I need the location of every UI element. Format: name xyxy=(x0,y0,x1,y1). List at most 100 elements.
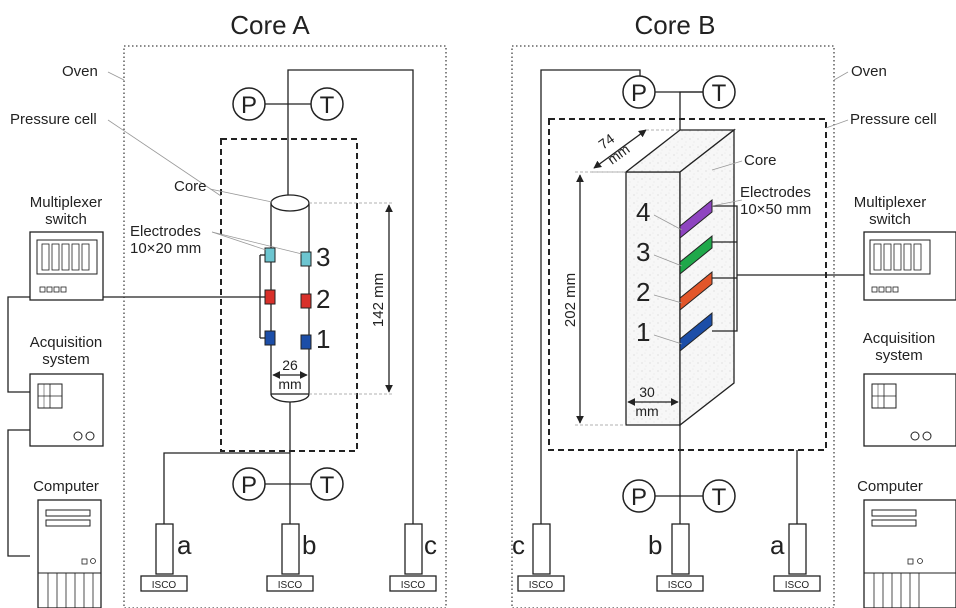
electrode-2-b xyxy=(679,270,713,312)
wire-mux-acq-left xyxy=(7,296,30,393)
svg-text:ISCO: ISCO xyxy=(668,580,693,591)
multiplexer-label-r2: switch xyxy=(869,211,911,228)
electrode-3-right-a xyxy=(300,251,312,267)
electrode-1-right-a xyxy=(300,334,312,350)
pump-letter-c-a: c xyxy=(424,530,437,560)
electrode-number-2-b: 2 xyxy=(636,277,650,307)
electrodes-label-a: Electrodes xyxy=(130,223,201,240)
electrode-number-3-b: 3 xyxy=(636,237,650,267)
pipe-left-line-b xyxy=(540,69,641,524)
temperature-gauge-top-a-label: T xyxy=(320,92,335,119)
multiplexer-label-l2: switch xyxy=(45,211,87,228)
acquisition-system-right xyxy=(863,373,956,447)
multiplexer-switch-left xyxy=(29,231,104,301)
electrode-size-a: 10×20 mm xyxy=(130,240,201,257)
pump-letter-b-a: b xyxy=(302,530,316,560)
pressure-cell-label-a: Pressure cell xyxy=(10,111,97,128)
isco-pump-a-a: ISCO xyxy=(140,523,188,592)
num-leader-4-b xyxy=(653,214,683,231)
electrode-size-b: 10×50 mm xyxy=(740,201,811,218)
diameter-unit-a: mm xyxy=(278,376,301,392)
electrode-1-left-a xyxy=(264,330,276,346)
core-leader-b xyxy=(711,160,743,171)
pump-letter-a-b: a xyxy=(770,530,785,560)
electrode-leader-b xyxy=(711,199,743,207)
electrode-leader-1-a xyxy=(211,231,267,251)
computer-right xyxy=(863,499,956,608)
oven-leader-b xyxy=(833,71,849,81)
temperature-gauge-top-b xyxy=(702,75,736,109)
isco-pump-c-a: ISCO xyxy=(389,523,437,592)
computer-label-left: Computer xyxy=(33,478,99,495)
wire-acq-computer-left xyxy=(7,429,30,557)
temperature-gauge-bottom-a-label: T xyxy=(320,472,335,499)
electrode-bus-b xyxy=(712,205,738,332)
acquisition-label-r1: Acquisition xyxy=(863,330,936,347)
pressure-cell-leader-b xyxy=(825,119,849,129)
pressure-cell-b xyxy=(548,118,827,451)
core-label-b: Core xyxy=(744,152,777,169)
pressure-cell-label-b: Pressure cell xyxy=(850,111,937,128)
num-leader-1-b xyxy=(653,334,683,345)
length-label-a: 142 mm xyxy=(370,273,387,327)
electrodes-label-b: Electrodes xyxy=(740,184,811,201)
multiplexer-label-l1: Multiplexer xyxy=(30,194,103,211)
pressure-gauge-top-b-label: P xyxy=(631,80,647,107)
pipe-left-b xyxy=(541,70,639,524)
oven-leader-a xyxy=(107,71,125,81)
electrode-leader-2-a xyxy=(211,231,303,255)
core-label-a: Core xyxy=(174,178,207,195)
length-label-b: 202 mm xyxy=(562,273,579,327)
temperature-gauge-top-a xyxy=(310,87,344,121)
acquisition-system-left xyxy=(29,373,104,447)
electrode-2-right-a xyxy=(300,293,312,309)
oven-label-a: Oven xyxy=(62,63,98,80)
electrode-number-1-b: 1 xyxy=(636,317,650,347)
electrode-number-3-a: 3 xyxy=(316,242,330,272)
computer-label-right: Computer xyxy=(857,478,923,495)
multiplexer-label-r1: Multiplexer xyxy=(854,194,927,211)
pressure-gauge-bottom-a-label: P xyxy=(241,472,257,499)
pressure-cell-leader-a xyxy=(107,119,222,197)
pressure-gauge-top-a-label: P xyxy=(241,92,257,119)
isco-pump-b-a: ISCO xyxy=(266,523,314,592)
svg-text:ISCO: ISCO xyxy=(401,580,426,591)
multiplexer-switch-right xyxy=(863,231,956,301)
num-leader-3-b xyxy=(653,254,683,267)
electrode-1-b xyxy=(679,311,713,353)
acquisition-label-l1: Acquisition xyxy=(30,334,103,351)
svg-text:ISCO: ISCO xyxy=(785,580,810,591)
computer-left xyxy=(37,499,102,608)
svg-text:ISCO: ISCO xyxy=(152,580,177,591)
oven-b xyxy=(511,45,835,608)
oven-a xyxy=(123,45,447,608)
isco-pump-b-b: ISCO xyxy=(656,523,704,592)
temperature-gauge-bottom-a xyxy=(310,467,344,501)
svg-text:ISCO: ISCO xyxy=(529,580,554,591)
pressure-cell-a xyxy=(220,138,358,452)
electrode-4-b xyxy=(679,198,713,240)
pump-letter-c-b: c xyxy=(512,530,525,560)
acquisition-label-r2: system xyxy=(875,347,923,364)
temperature-gauge-bottom-b-label: T xyxy=(712,484,727,511)
core-leader-a xyxy=(209,188,273,203)
electrode-3-b xyxy=(679,234,713,276)
core-top-a xyxy=(270,194,310,212)
electrode-number-2-a: 2 xyxy=(316,284,330,314)
pump-letter-a-a: a xyxy=(177,530,192,560)
diameter-value-a: 26 xyxy=(282,357,298,373)
isco-pump-c-b: ISCO xyxy=(517,523,565,592)
depth-arrow-b xyxy=(593,129,647,169)
title-core-b: Core B xyxy=(635,10,716,40)
svg-text:ISCO: ISCO xyxy=(278,580,303,591)
electrode-number-4-b: 4 xyxy=(636,197,650,227)
electrode-3-left-a xyxy=(264,247,276,263)
electrode-number-1-a: 1 xyxy=(316,324,330,354)
acquisition-label-l2: system xyxy=(42,351,90,368)
pressure-gauge-bottom-b-label: P xyxy=(631,484,647,511)
isco-pump-a-b: ISCO xyxy=(773,523,821,592)
width-unit-b: mm xyxy=(635,403,658,419)
num-leader-2-b xyxy=(653,294,683,304)
pipe-top-a xyxy=(287,69,414,524)
